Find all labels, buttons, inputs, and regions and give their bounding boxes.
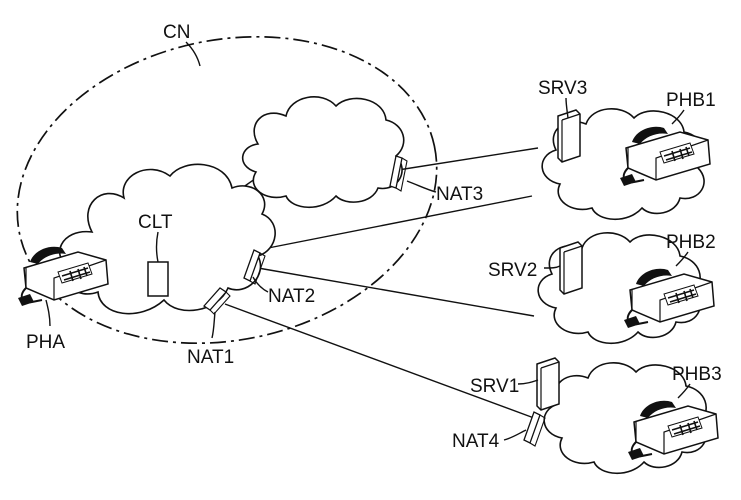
cn-label: CN <box>163 22 190 43</box>
srv1-label: SRV1 <box>470 376 519 397</box>
cn-boundary <box>16 35 438 345</box>
clt-device <box>147 261 169 297</box>
nat3-label: NAT3 <box>436 184 483 205</box>
srv2-label: SRV2 <box>488 260 537 281</box>
srv3-label: SRV3 <box>538 78 587 99</box>
nat3-device <box>389 155 408 192</box>
clt-label: CLT <box>138 212 173 233</box>
nat2-device <box>243 249 266 285</box>
nat2-label: NAT2 <box>268 286 315 307</box>
nat4-device <box>523 411 546 447</box>
connection-lines <box>224 147 539 419</box>
pha-label: PHA <box>26 332 65 353</box>
nat1-device <box>203 287 231 315</box>
srv2-server-icon <box>559 241 583 295</box>
srv3-server-icon <box>557 109 581 163</box>
nat1-label: NAT1 <box>187 347 234 368</box>
phb1-label: PHB1 <box>666 90 716 111</box>
leader-lines <box>45 41 691 441</box>
phb2-label: PHB2 <box>666 232 716 253</box>
srv1-server-icon <box>536 357 560 411</box>
nat4-label: NAT4 <box>452 431 500 452</box>
top-network-cloud <box>241 96 405 208</box>
phb3-label: PHB3 <box>672 364 722 385</box>
